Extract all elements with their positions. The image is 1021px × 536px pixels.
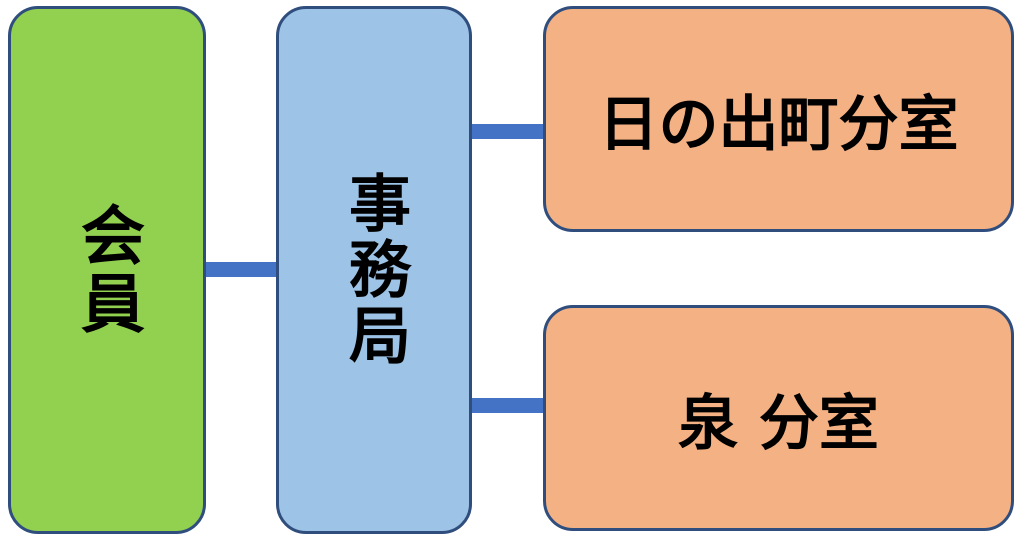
members-box: 会員	[8, 6, 206, 534]
branch-izumi-box: 泉 分室	[543, 305, 1014, 531]
branch-hinodecho-label: 日の出町分室	[598, 89, 959, 160]
connector-secretariat-hinodecho	[471, 124, 544, 139]
secretariat-box: 事務局	[276, 6, 472, 534]
connector-members-secretariat	[205, 262, 277, 277]
branch-hinodecho-box: 日の出町分室	[543, 6, 1014, 232]
secretariat-label: 事務局	[338, 171, 411, 369]
connector-secretariat-izumi	[471, 398, 544, 413]
branch-izumi-label: 泉 分室	[678, 388, 879, 459]
members-label: 会員	[70, 202, 144, 338]
